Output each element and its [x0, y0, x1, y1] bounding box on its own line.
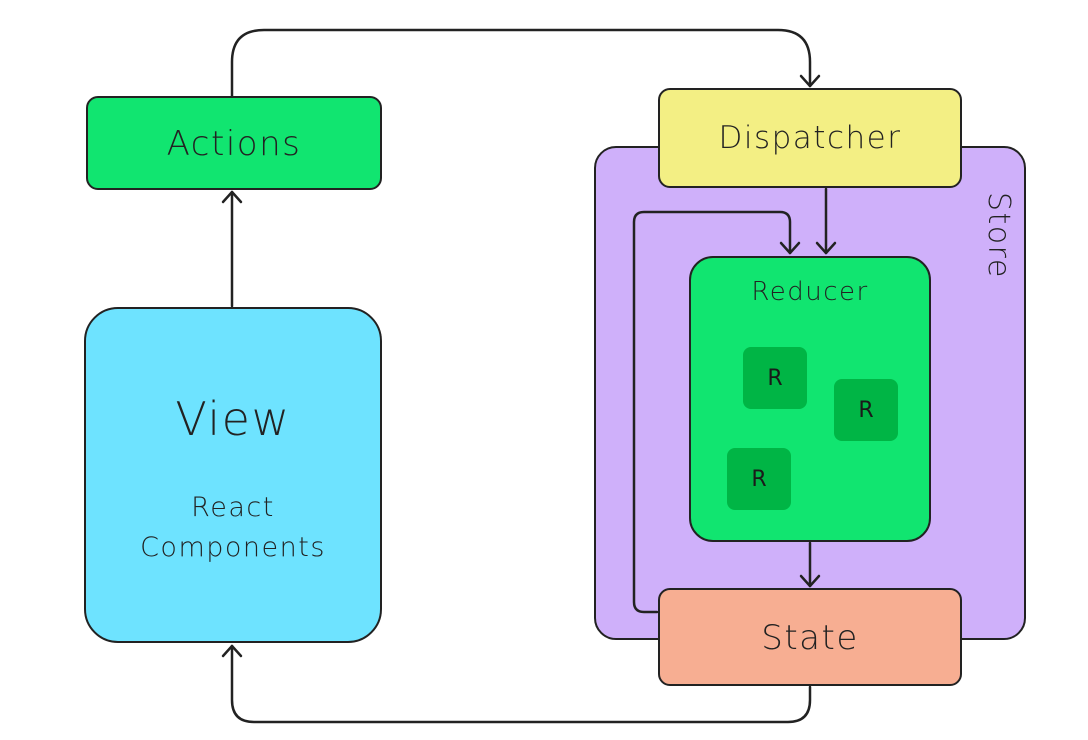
view-subtitle-line2: Components [140, 532, 326, 563]
arrowhead-dispatcher-icon [799, 74, 821, 88]
actions-node [86, 96, 382, 190]
dispatcher-node [658, 88, 962, 188]
reducer-chip: R [834, 379, 898, 441]
arrow-actions-to-dispatcher [230, 28, 812, 98]
dispatcher-label: Dispatcher [718, 120, 902, 156]
view-node [84, 307, 382, 643]
actions-label: Actions [166, 124, 302, 164]
view-subtitle-line1: React [191, 492, 275, 523]
reducer-chip: R [727, 448, 791, 510]
arrowhead-view-icon [221, 644, 243, 658]
store-label: Store [981, 192, 1016, 279]
reducer-chip: R [743, 347, 807, 409]
reducer-label: Reducer [751, 277, 869, 307]
state-label: State [761, 618, 859, 658]
arrowhead-actions-icon [221, 190, 243, 204]
view-title: View [175, 392, 291, 446]
